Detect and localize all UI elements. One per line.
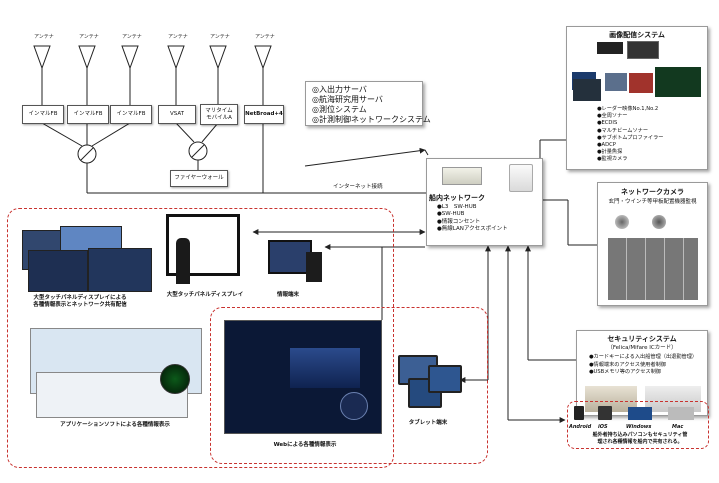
- antenna-label-5: アンテナ: [210, 34, 230, 40]
- image-screen-4: [629, 73, 653, 93]
- ios-device: [598, 406, 612, 420]
- ship-network-item-1: ●L3 SW-HUB: [437, 204, 477, 210]
- web-group: [210, 307, 488, 464]
- person-figure: [176, 238, 190, 284]
- ship-network-panel: 船内ネットワーク ●L3 SW-HUB ●SW-HUB ●情報コンセント ●無線…: [426, 158, 543, 246]
- netbroadcast-box: NetBroad+4: [244, 105, 284, 124]
- dome-camera-1: [615, 215, 629, 229]
- antenna-label-3: アンテナ: [122, 34, 142, 40]
- server-panel: ◎入出力サーバ ◎航海研究用サーバ ◎測位システム ◎計測制御ネットワークシステ…: [305, 81, 431, 126]
- web-gauge-2: [340, 392, 368, 420]
- os-label-android: Android: [569, 424, 592, 430]
- antenna-label-6: アンテナ: [255, 34, 275, 40]
- inmarsat-fb-3-box: インマルFB: [110, 105, 152, 124]
- antenna-label-1: アンテナ: [34, 34, 54, 40]
- image-system-list: ●レーダー映像No.1,No.2 ●全周ソナー ●ECDIS ●マルチビームソナ…: [597, 106, 663, 164]
- access-point-photo: [509, 164, 533, 192]
- image-item-2: ●全周ソナー: [597, 113, 628, 120]
- image-item-6: ●ADCP: [597, 142, 616, 149]
- image-item-3: ●ECDIS: [597, 120, 618, 127]
- antenna-label-2: アンテナ: [79, 34, 99, 40]
- ship-network-item-3: ●情報コンセント: [437, 218, 481, 225]
- os-label-ios: iOS: [598, 424, 608, 430]
- android-device: [574, 406, 584, 420]
- touch-panel-photo-3: [28, 250, 88, 292]
- router-photo: [442, 167, 482, 185]
- large-touch-panels-caption: 大型タッチパネルディスプレイによる 各種情報表示とネットワーク共有配信: [33, 295, 127, 308]
- security-title: セキュリティシステム: [607, 335, 677, 343]
- display-group: [7, 208, 394, 468]
- network-camera-title: ネットワークカメラ: [621, 188, 684, 196]
- tablet-caption: タブレット端末: [408, 420, 448, 426]
- image-item-8: ●監視カメラ: [597, 156, 628, 163]
- server-item-1: ◎入出力サーバ: [312, 85, 367, 94]
- radar-display: [160, 364, 190, 394]
- image-item-1: ●レーダー映像No.1,No.2: [597, 106, 659, 112]
- info-terminal-monitor: [268, 240, 312, 274]
- security-item-2: ●情報端末のアクセス使用者制御: [589, 361, 666, 368]
- internet-label: インターネット接続: [333, 184, 383, 190]
- tablet-photo-3: [428, 365, 462, 393]
- image-screen-2: [573, 79, 601, 101]
- antenna-label-4: アンテナ: [168, 34, 188, 40]
- web-gauge-1: [290, 348, 360, 388]
- windows-device: [628, 407, 652, 420]
- mac-device: [668, 407, 694, 420]
- image-item-7: ●計量魚探: [597, 149, 623, 156]
- network-camera-subtitle: 玄門・ウインチ等甲板配置機器監視: [608, 199, 697, 205]
- server-item-3: ◎測位システム: [312, 105, 367, 114]
- info-terminal-caption: 情報端末: [276, 292, 299, 298]
- camera-grid: [608, 238, 698, 300]
- touch-panel-photo-4: [88, 248, 152, 292]
- security-list: ●カードキーによる入出船管理（出退勤管理） ●情報端末のアクセス使用者制御 ●U…: [589, 354, 697, 377]
- inmarsat-fb-1-box: インマルFB: [22, 105, 64, 124]
- security-subtitle: （Felica/Mifare ICカード）: [607, 345, 677, 351]
- image-screen-3: [605, 73, 627, 91]
- image-item-4: ●マルチビームソナー: [597, 127, 649, 134]
- web-display-caption: Webによる各種情報表示: [273, 442, 337, 448]
- maritime-mobile-box: マリタイム モバイルA: [200, 104, 238, 125]
- server-item-2: ◎航海研究用サーバ: [312, 95, 383, 104]
- image-system-title: 画像配信システム: [609, 31, 665, 39]
- security-item-3: ●USBメモリ等のアクセス制御: [589, 369, 661, 375]
- image-screen-5: [655, 67, 701, 97]
- ship-network-item-2: ●SW-HUB: [437, 211, 465, 218]
- large-touch-display-caption: 大型タッチパネルディスプレイ: [166, 292, 244, 298]
- app-software-caption: アプリケーションソフトによる各種情報表示: [60, 422, 170, 428]
- os-device-row: [572, 405, 704, 427]
- os-label-mac: Mac: [672, 424, 684, 430]
- dome-camera-2: [652, 215, 666, 229]
- info-terminal-tower: [306, 252, 322, 282]
- personal-devices-group: [567, 401, 709, 449]
- os-label-windows: Windows: [626, 424, 652, 430]
- ship-network-item-4: ●無線LANアクセスポイント: [437, 226, 508, 233]
- ship-network-title: 船内ネットワーク: [429, 194, 485, 202]
- image-device-1: [597, 42, 623, 54]
- security-item-1: ●カードキーによる入出船管理（出退勤管理）: [589, 354, 698, 360]
- image-system-panel: 画像配信システム ●レーダー映像No.1,No.2 ●全周ソナー ●ECDIS …: [566, 26, 708, 170]
- os-caption: 船外者持ち込みパソコンもセキュリティ管 理され各種情報を船内で共有される。: [592, 432, 688, 445]
- inmarsat-fb-2-box: インマルFB: [67, 105, 109, 124]
- firewall-box: ファイヤーウォール: [170, 170, 228, 187]
- network-camera-panel: ネットワークカメラ 玄門・ウインチ等甲板配置機器監視: [597, 182, 708, 306]
- image-item-5: ●サブボトムプロファイラー: [597, 134, 664, 141]
- ship-network-list: ●L3 SW-HUB ●SW-HUB ●情報コンセント ●無線LANアクセスポイ…: [437, 204, 508, 234]
- vsat-box: VSAT: [158, 105, 196, 124]
- image-device-2: [627, 41, 659, 59]
- server-item-4: ◎計測制御ネットワークシステム: [312, 115, 431, 124]
